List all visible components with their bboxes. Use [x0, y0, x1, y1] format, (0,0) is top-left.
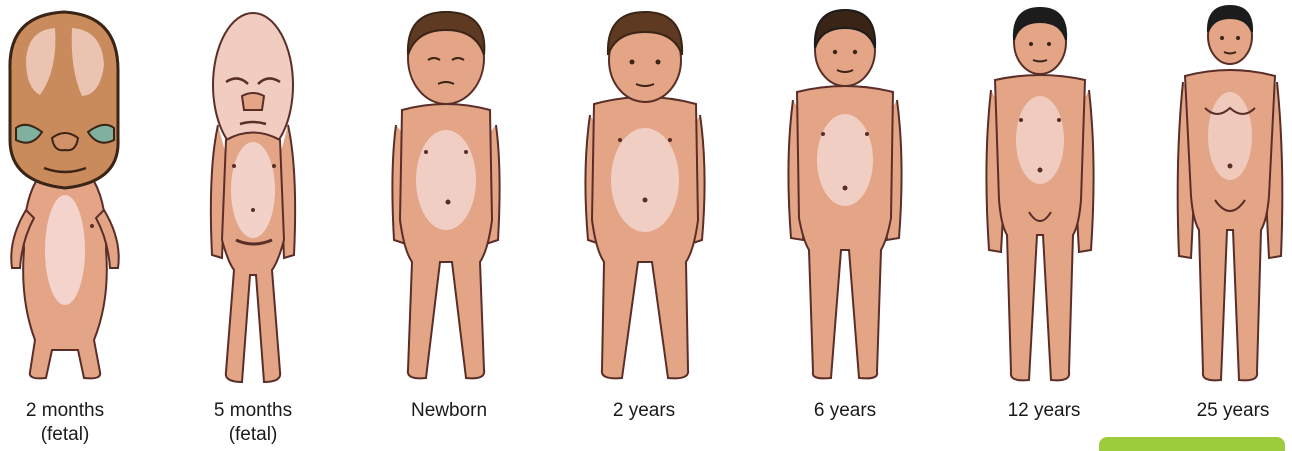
caption-2-months-fetal: 2 months (fetal): [0, 399, 135, 447]
toddler-2-years-illustration: [580, 0, 710, 390]
adult-25-years-illustration: [1175, 0, 1285, 390]
child-6-years-illustration: [785, 0, 905, 390]
caption-25-years: 25 years: [1163, 399, 1292, 423]
caption-line-1: 2 months: [0, 399, 135, 423]
caption-newborn: Newborn: [379, 399, 519, 423]
caption-line-1: Newborn: [379, 399, 519, 423]
fetus-2-months-illustration: [0, 0, 130, 390]
figure-2-months-fetal: [0, 0, 130, 390]
figure-2-years: [580, 0, 710, 390]
caption-line-1: 6 years: [775, 399, 915, 423]
figure-12-years: [985, 0, 1095, 390]
figure-5-months-fetal: [198, 0, 308, 390]
figure-newborn: [388, 0, 504, 390]
caption-6-years: 6 years: [775, 399, 915, 423]
caption-line-2: (fetal): [0, 423, 135, 447]
caption-line-1: 12 years: [974, 399, 1114, 423]
adolescent-12-years-illustration: [985, 0, 1095, 390]
fetus-5-months-illustration: [198, 0, 308, 390]
caption-line-1: 5 months: [183, 399, 323, 423]
caption-12-years: 12 years: [974, 399, 1114, 423]
caption-line-1: 25 years: [1163, 399, 1292, 423]
caption-line-1: 2 years: [574, 399, 714, 423]
figure-6-years: [785, 0, 905, 390]
newborn-illustration: [388, 0, 504, 390]
caption-5-months-fetal: 5 months (fetal): [183, 399, 323, 447]
figure-25-years: [1175, 0, 1285, 390]
caption-2-years: 2 years: [574, 399, 714, 423]
caption-line-2: (fetal): [183, 423, 323, 447]
